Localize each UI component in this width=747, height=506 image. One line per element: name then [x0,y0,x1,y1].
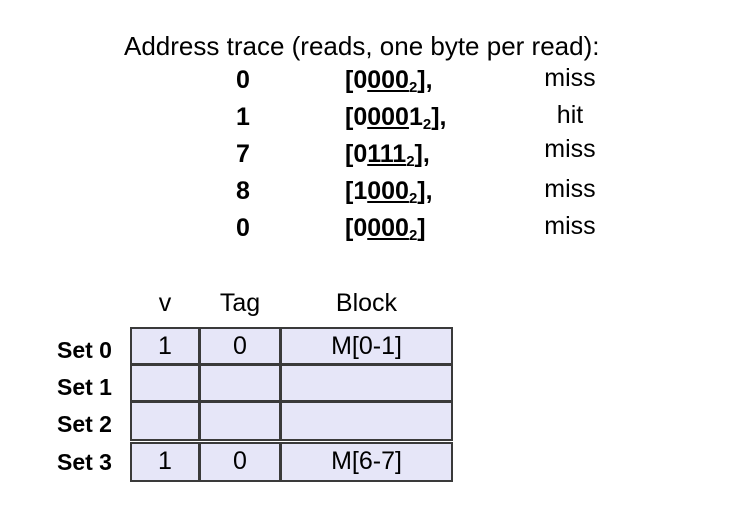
trace-result: miss [544,212,596,240]
col-header-tag: Tag [219,289,261,317]
cache-cell-valid [130,364,200,402]
trace-row: 1 [000012], hit [0,101,747,139]
cache-cell-valid: 1 [130,327,200,365]
trace-result: hit [556,101,584,129]
trace-binary: [00002], [345,66,433,96]
set-label: Set 3 [57,449,112,475]
cache-cell-valid: 1 [130,442,200,482]
trace-address: 7 [236,140,250,168]
trace-binary: [10002], [345,177,433,207]
trace-address: 0 [236,66,250,94]
trace-result: miss [544,135,596,163]
trace-row: 7 [01112], miss [0,135,747,176]
trace-binary: [000012], [345,103,447,133]
col-header-block: Block [335,289,398,317]
trace-row: 0 [00002], miss [0,64,747,102]
trace-binary: [00002] [345,214,426,244]
cache-cell-valid [130,401,200,441]
cache-cell-block: M[6-7] [280,442,453,482]
trace-title: Address trace (reads, one byte per read)… [124,31,600,61]
set-label: Set 1 [57,374,112,400]
cache-cell-tag [199,364,281,402]
trace-address: 1 [236,103,250,131]
set-label: Set 2 [57,411,112,437]
trace-binary: [01112], [345,140,430,170]
cache-cell-block [280,401,453,441]
set-label: Set 0 [57,337,112,363]
cache-cell-block [280,364,453,402]
trace-result: miss [544,64,596,92]
trace-row: 8 [10002], miss [0,175,747,213]
trace-address: 0 [236,214,250,242]
cache-cell-tag [199,401,281,441]
trace-address: 8 [236,177,250,205]
cache-cell-block: M[0-1] [280,327,453,365]
trace-row: 0 [00002] miss [0,212,747,250]
cache-cell-tag: 0 [199,327,281,365]
trace-result: miss [544,175,596,203]
col-header-v: v [158,289,172,317]
cache-cell-tag: 0 [199,442,281,482]
